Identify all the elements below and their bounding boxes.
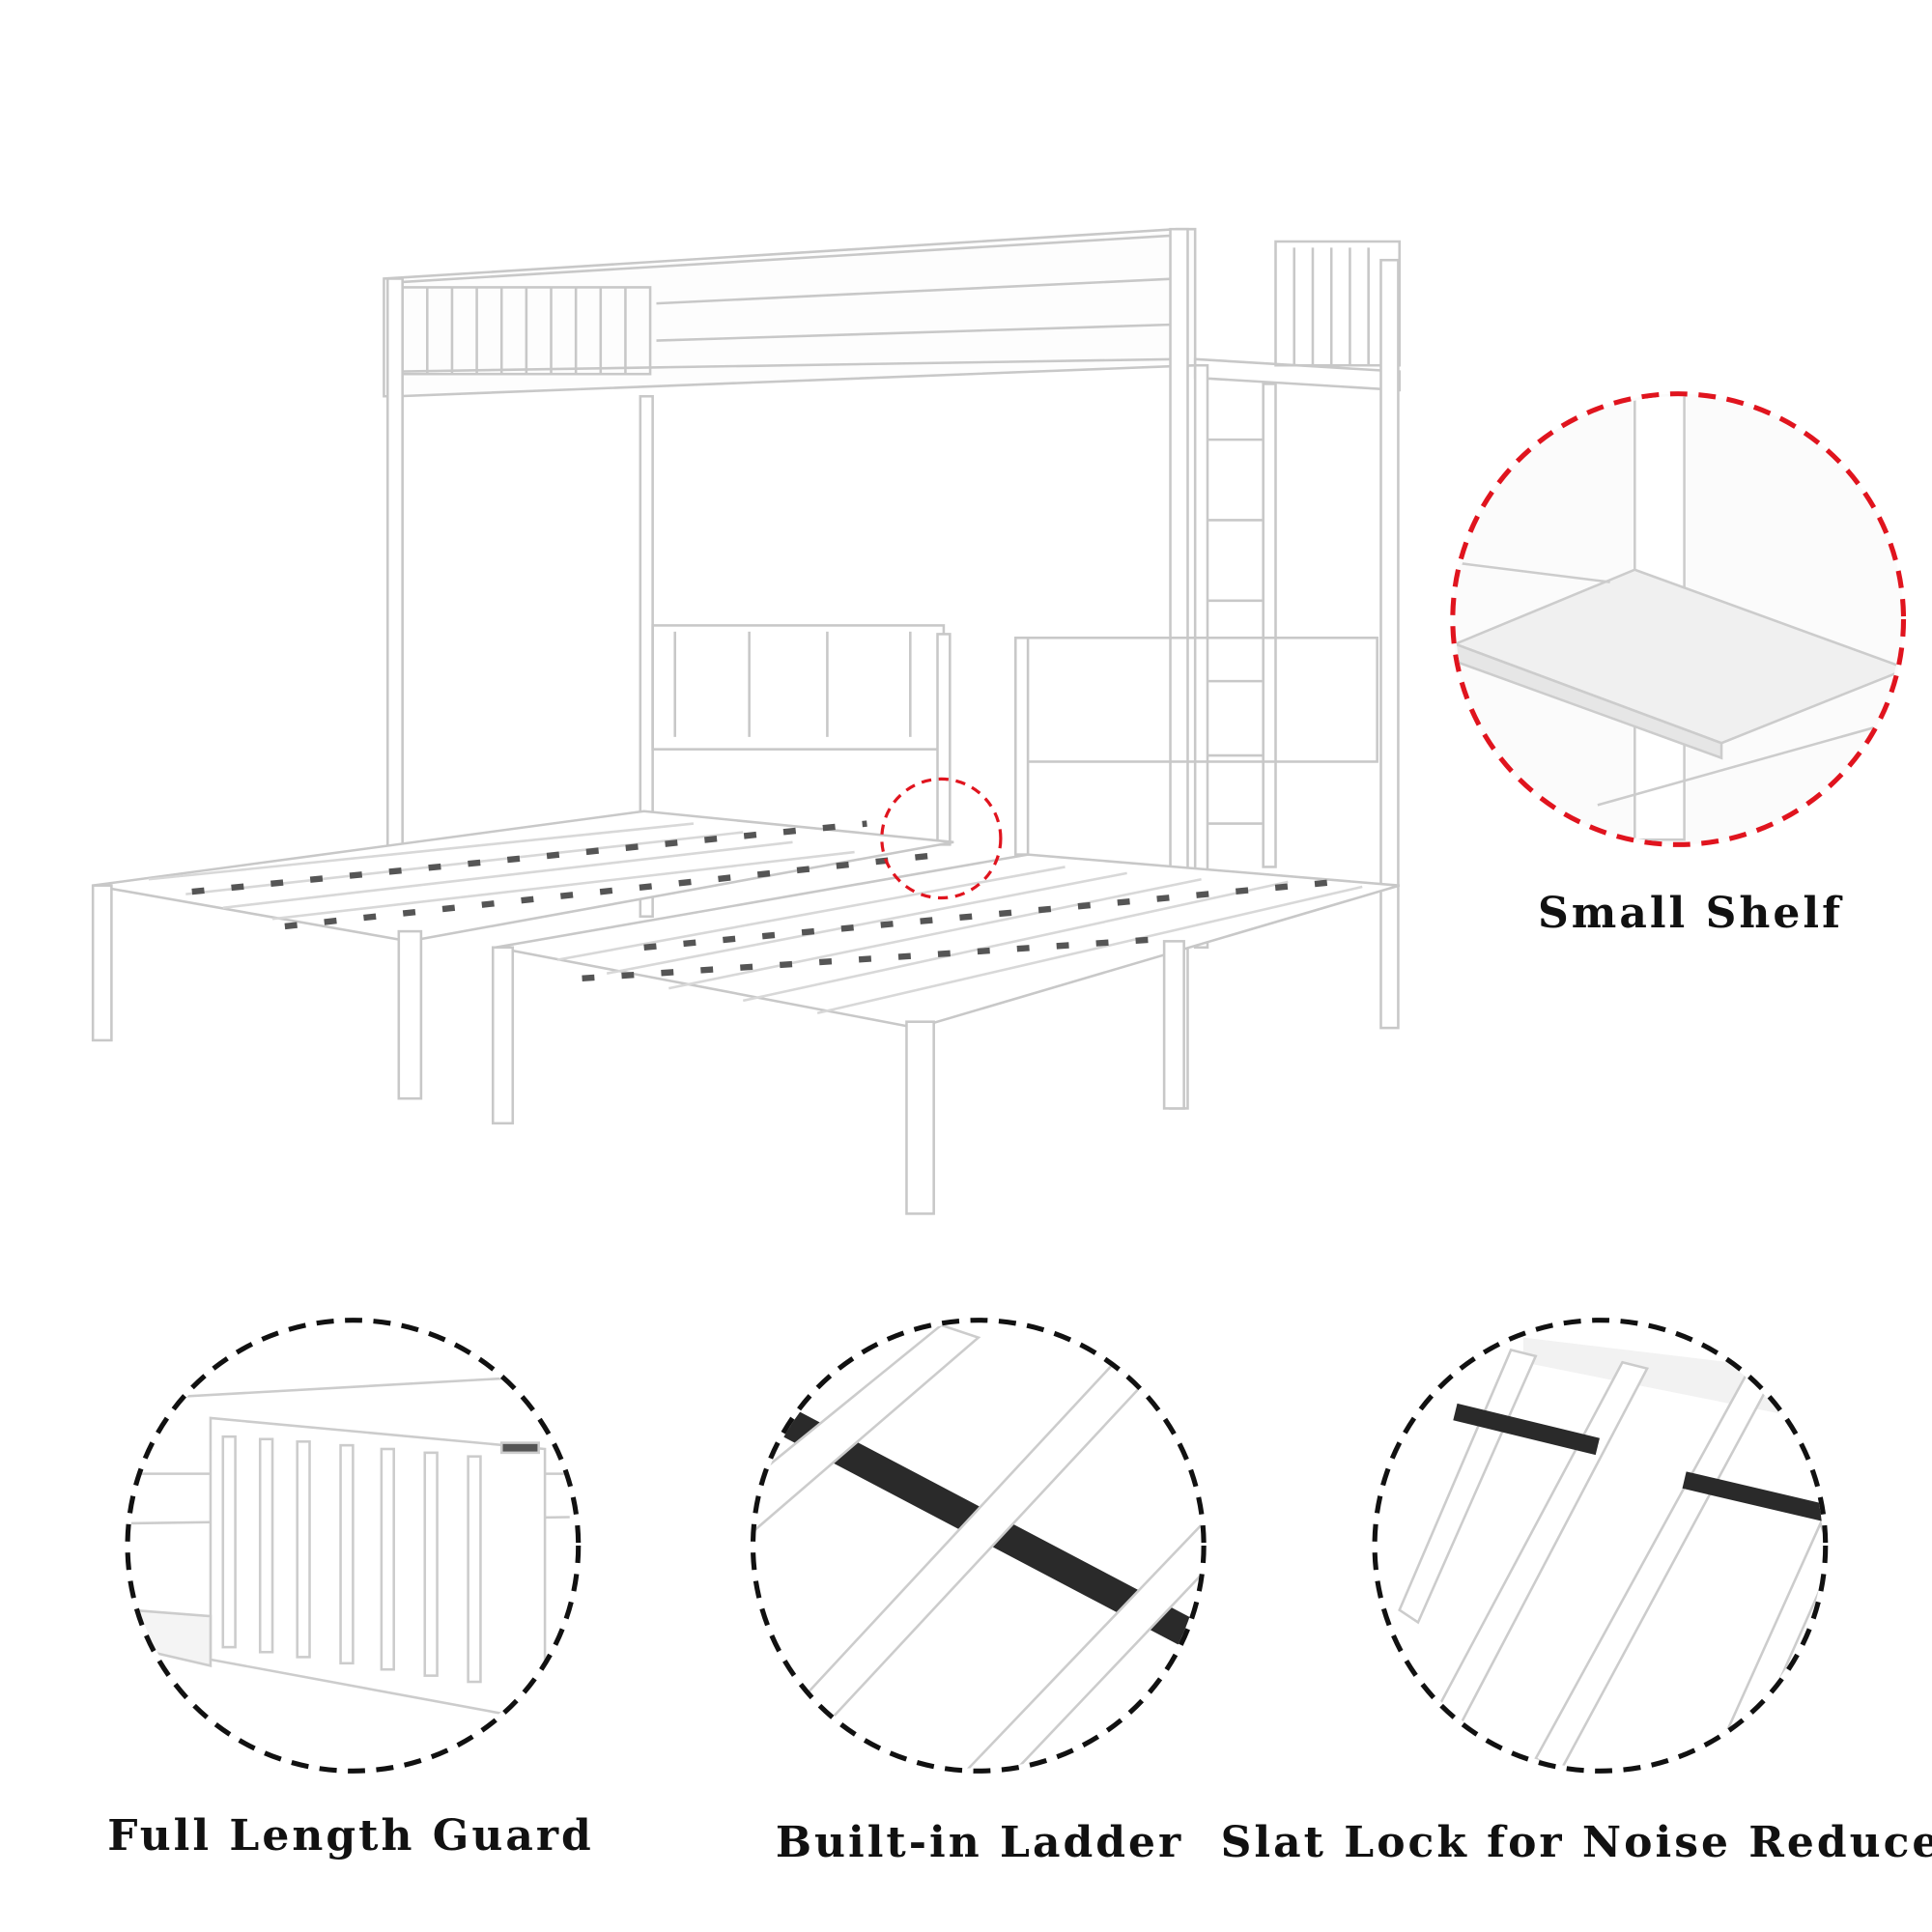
slat-lock-label: Slat Lock for Noise Reduce: [1220, 1818, 1932, 1867]
built-in-ladder-label: Built-in Ladder: [775, 1818, 1184, 1867]
bunk-bed-frame: [91, 227, 1402, 1215]
top-guard-bars: [426, 287, 627, 375]
slat-locks: [191, 820, 1338, 982]
full-length-guard-label: Full Length Guard: [107, 1811, 594, 1861]
small-shelf-label: Small Shelf: [1538, 889, 1843, 938]
slat-lock-detail: [1372, 1318, 1829, 1774]
full-length-guard-detail: [125, 1318, 582, 1774]
small-shelf-detail: [1450, 391, 1907, 847]
built-in-ladder-detail: [750, 1318, 1207, 1774]
small-shelf-callout-marker: [880, 777, 1003, 900]
